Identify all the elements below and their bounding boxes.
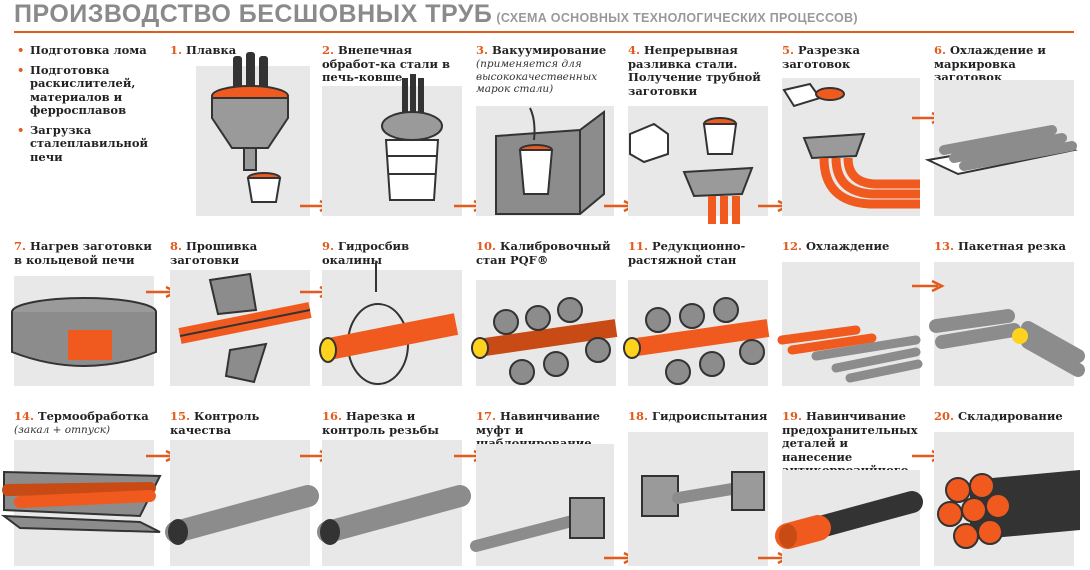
ring-furnace-illustration [11,297,157,367]
batch-cutting-illustration [929,309,1085,377]
step-label: 13. Пакетная резка [934,239,1066,253]
step-note: (применяется для высококачественных маро… [476,58,598,95]
piercing-mill-illustration [178,272,312,384]
storage-illustration [937,470,1080,549]
step-note: (закал + отпуск) [14,424,111,436]
vacuum-chamber-illustration [495,107,605,215]
intro-item: •Подготовка лома [17,43,147,57]
step-label: 2. Внепечная обработ-ка стали в печь-ков… [322,43,451,84]
step-label: 1. Плавка [170,43,237,57]
step-label: 5. Разрезка заготовок [782,43,860,71]
hydrotest-illustration [641,471,765,517]
step-label: 9. Гидросбив окалины [322,239,410,267]
cooling-bed-illustration [777,325,923,383]
arrow-icon [912,280,945,292]
step-label: 12. Охлаждение [782,239,890,253]
stretch-reducing-mill-illustration [623,297,770,385]
step-label: 20. Складирование [934,409,1063,423]
bullet-icon: • [17,122,25,137]
anticorrosion-coating-illustration [775,491,923,549]
intro-item: •Загрузка сталеплавильной печи [17,122,149,164]
quality-control-illustration [165,485,319,545]
step-label: 16. Нарезка и контроль резьбы [322,409,439,437]
step-label: 14. Термообработка [14,409,149,423]
heat-treatment-illustration [0,470,162,533]
page-title: ПРОИЗВОДСТВО БЕСШОВНЫХ ТРУБ(СХЕМА ОСНОВН… [14,0,858,30]
ladle-furnace-illustration [381,74,443,201]
step-label: 4. Непрерывная разливка стали. Получение… [628,43,761,98]
subtitle-text: (СХЕМА ОСНОВНЫХ ТЕХНОЛОГИЧЕСКИХ ПРОЦЕССО… [496,11,858,25]
coupling-illustration [470,497,605,552]
step-label: 11. Редукционно-растяжной стан [628,239,746,267]
title-text: ПРОИЗВОДСТВО БЕСШОВНЫХ ТРУБ [14,0,493,28]
step-label: 7. Нагрев заготовки в кольцевой печи [14,239,152,267]
step-label: 8. Прошивка заготовки [170,239,258,267]
step-label: 6. Охлаждение и маркировка заготовок [934,43,1046,84]
billet-cooling-illustration [924,125,1078,176]
intro-list: •Подготовка лома •Подготовка раскислител… [14,43,164,170]
continuous-casting-illustration [629,117,754,224]
step-label: 15. Контроль качества [170,409,260,437]
title-rule [14,31,1074,33]
step-label: 18. Гидроиспытания [628,409,768,423]
descaling-illustration [319,262,459,385]
pqf-mill-illustration [471,297,618,385]
bullet-icon: • [17,43,25,57]
billet-cutting-illustration [782,82,920,209]
threading-illustration [317,485,471,545]
step-label: 3. Вакуумирование [476,43,607,57]
intro-item: •Подготовка раскислителей, материалов и … [17,62,136,117]
bullet-icon: • [17,62,25,77]
step-label: 10. Калибровочный стан PQF® [476,239,611,267]
furnace-illustration [211,52,289,203]
